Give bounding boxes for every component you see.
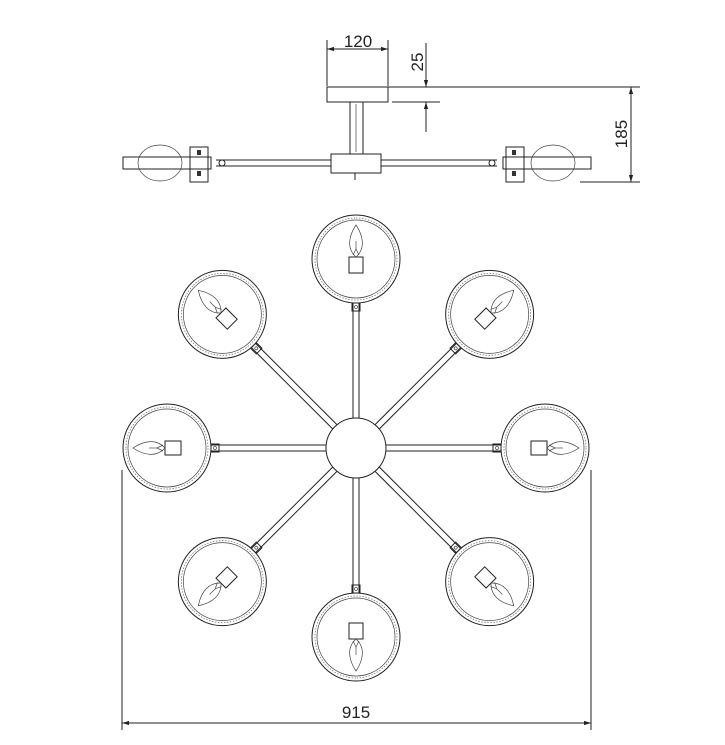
arm-5	[311, 478, 401, 682]
lamp-head-7	[122, 403, 212, 493]
lamp-head-8	[159, 251, 286, 378]
dimension-label-120: 120	[344, 32, 372, 51]
arm-6	[159, 466, 338, 645]
dimension-label-25: 25	[408, 53, 427, 72]
top-view	[122, 214, 590, 682]
arm-7	[122, 403, 326, 493]
dimension-canopy-width: 120	[326, 32, 389, 86]
canopy	[326, 86, 389, 103]
arm-8	[159, 251, 338, 430]
dimension-total-height: 185	[388, 86, 640, 183]
hub-block	[330, 153, 382, 174]
dimension-total-width: 915	[121, 470, 592, 730]
lamp-head-1	[311, 214, 401, 304]
central-hub	[325, 417, 387, 479]
arm-4	[374, 466, 553, 645]
arm-3	[386, 403, 590, 493]
lamp-head-2	[426, 251, 553, 378]
side-view	[122, 86, 592, 183]
stem	[349, 101, 364, 155]
arm-1	[311, 214, 401, 418]
lamp-head-4	[426, 518, 553, 645]
lamp-head-6	[159, 518, 286, 645]
dimension-label-915: 915	[342, 703, 370, 722]
arm-2	[374, 251, 553, 430]
lamp-head-5	[311, 592, 401, 682]
dimension-label-185: 185	[612, 120, 631, 148]
lamp-head-3	[500, 403, 590, 493]
